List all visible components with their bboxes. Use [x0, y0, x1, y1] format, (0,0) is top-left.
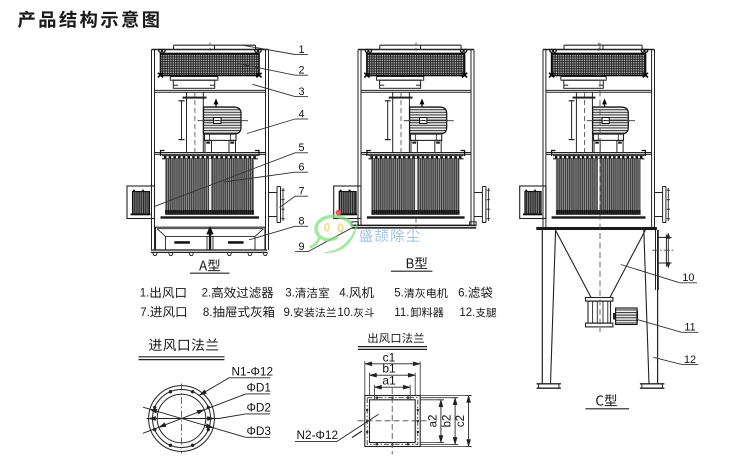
svg-text:c2: c2 — [455, 415, 467, 427]
svg-text:ΦD3: ΦD3 — [247, 424, 272, 438]
svg-text:c1: c1 — [383, 350, 396, 364]
svg-text:11: 11 — [684, 322, 695, 334]
svg-text:1: 1 — [298, 44, 304, 56]
svg-text:2: 2 — [298, 65, 304, 77]
svg-text:12: 12 — [684, 354, 696, 366]
svg-text:a1: a1 — [382, 374, 396, 388]
svg-text:b2: b2 — [442, 415, 454, 428]
svg-text:ΦD2: ΦD2 — [247, 401, 272, 415]
svg-text:6: 6 — [298, 162, 304, 174]
svg-text:N2-Φ12: N2-Φ12 — [297, 428, 339, 442]
svg-text:12.: 12. — [459, 307, 475, 319]
svg-text:6.: 6. — [458, 288, 468, 300]
svg-text:N1-Φ12: N1-Φ12 — [232, 365, 274, 379]
svg-text:3.: 3. — [285, 288, 295, 300]
svg-text:9: 9 — [298, 241, 304, 253]
svg-text:10: 10 — [682, 272, 694, 284]
svg-text:8.: 8. — [203, 307, 213, 319]
svg-text:a2: a2 — [427, 415, 439, 428]
svg-text:7.: 7. — [140, 307, 150, 319]
svg-text:2.: 2. — [202, 288, 212, 300]
svg-text:9.: 9. — [284, 307, 294, 319]
svg-text:3: 3 — [298, 86, 304, 98]
svg-text:4.: 4. — [339, 288, 349, 300]
svg-text:5: 5 — [298, 142, 304, 154]
svg-text:b1: b1 — [382, 362, 396, 376]
svg-text:5.: 5. — [394, 288, 404, 300]
svg-text:1.: 1. — [140, 288, 150, 300]
svg-text:8: 8 — [298, 216, 304, 228]
svg-text:4: 4 — [298, 108, 304, 120]
svg-text:10.: 10. — [337, 307, 353, 319]
svg-text:7: 7 — [298, 186, 304, 198]
svg-text:ΦD1: ΦD1 — [247, 381, 272, 395]
svg-text:11.: 11. — [394, 307, 409, 319]
